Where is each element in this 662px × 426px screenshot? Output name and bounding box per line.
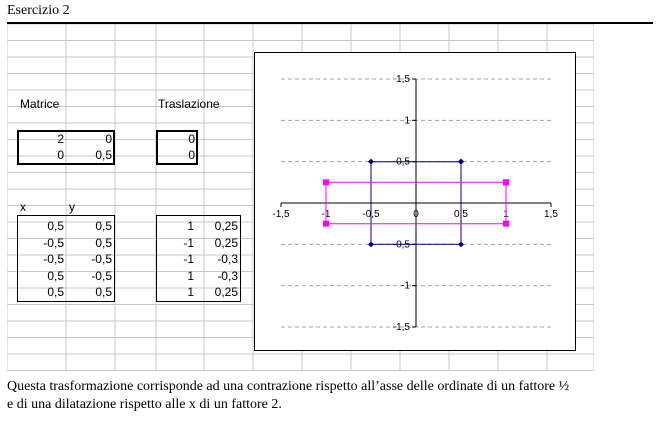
original-point-cell[interactable]: 0,5: [47, 219, 64, 233]
series-2-point: [503, 220, 509, 227]
original-point-cell[interactable]: -0,5: [43, 235, 64, 250]
original-point-cell[interactable]: 0,5: [95, 235, 112, 250]
y-tick-label: -0,5: [393, 239, 411, 250]
translation-cell[interactable]: 0: [188, 148, 195, 162]
explanation-line-2: e di una dilatazione rispetto alle x di …: [7, 397, 282, 412]
series-1-point: [368, 241, 374, 248]
series-1-point: [458, 158, 464, 165]
y-tick-label: -1: [401, 281, 410, 292]
matrix-cell[interactable]: 2: [57, 132, 64, 146]
original-point-cell[interactable]: 0,5: [95, 285, 112, 299]
original-points-table: [17, 215, 115, 302]
transformed-point-cell[interactable]: -1: [183, 252, 194, 266]
transformed-point-cell[interactable]: 0,25: [214, 219, 238, 233]
series-2-point: [503, 179, 509, 186]
transformed-points-table: [156, 215, 241, 302]
transformed-point-cell[interactable]: 1: [187, 285, 194, 299]
matrix-label: Matrice: [20, 97, 60, 111]
y-tick-label: -1,5: [393, 322, 411, 333]
original-point-cell[interactable]: 0,5: [47, 268, 64, 283]
x-column-header: x: [20, 200, 26, 214]
original-point-cell[interactable]: 0,5: [47, 285, 64, 299]
x-tick-label: 0: [413, 209, 419, 220]
transformed-point-cell[interactable]: 0,25: [214, 235, 238, 250]
sheet-title: Esercizio 2: [7, 3, 70, 18]
x-tick-label: 1,5: [544, 209, 558, 220]
original-point-cell[interactable]: -0,5: [43, 252, 64, 266]
translation-label: Traslazione: [158, 97, 220, 111]
series-1-point: [458, 241, 464, 248]
original-point-cell[interactable]: -0,5: [91, 252, 112, 266]
explanation-text: Questa trasformazione corrisponde ad una…: [7, 378, 657, 414]
matrix-cell[interactable]: 0: [57, 148, 64, 162]
matrix-cell[interactable]: 0,5: [95, 148, 112, 162]
transformed-point-cell[interactable]: 1: [187, 268, 194, 283]
explanation-line-1: Questa trasformazione corrisponde ad una…: [7, 379, 570, 394]
y-tick-label: 1: [404, 115, 410, 126]
original-point-cell[interactable]: 0,5: [95, 219, 112, 233]
translation-box: [156, 130, 198, 165]
transformed-point-cell[interactable]: -0,3: [217, 268, 238, 283]
transformed-point-cell[interactable]: -0,3: [217, 252, 238, 266]
transformed-point-cell[interactable]: 0,25: [214, 285, 238, 299]
series-1-point: [368, 158, 374, 165]
series-2-point: [323, 179, 329, 186]
transformed-point-cell[interactable]: 1: [187, 219, 194, 233]
original-point-cell[interactable]: -0,5: [91, 268, 112, 283]
y-tick-label: 1,5: [396, 74, 410, 85]
matrix-box: [17, 130, 115, 165]
x-tick-label: -1,5: [272, 209, 290, 220]
translation-cell[interactable]: 0: [188, 132, 195, 146]
transformed-point-cell[interactable]: -1: [183, 235, 194, 250]
matrix-cell[interactable]: 0: [105, 132, 112, 146]
series-2-point: [323, 220, 329, 227]
title-underline: [7, 22, 653, 24]
y-column-header: y: [69, 200, 75, 214]
